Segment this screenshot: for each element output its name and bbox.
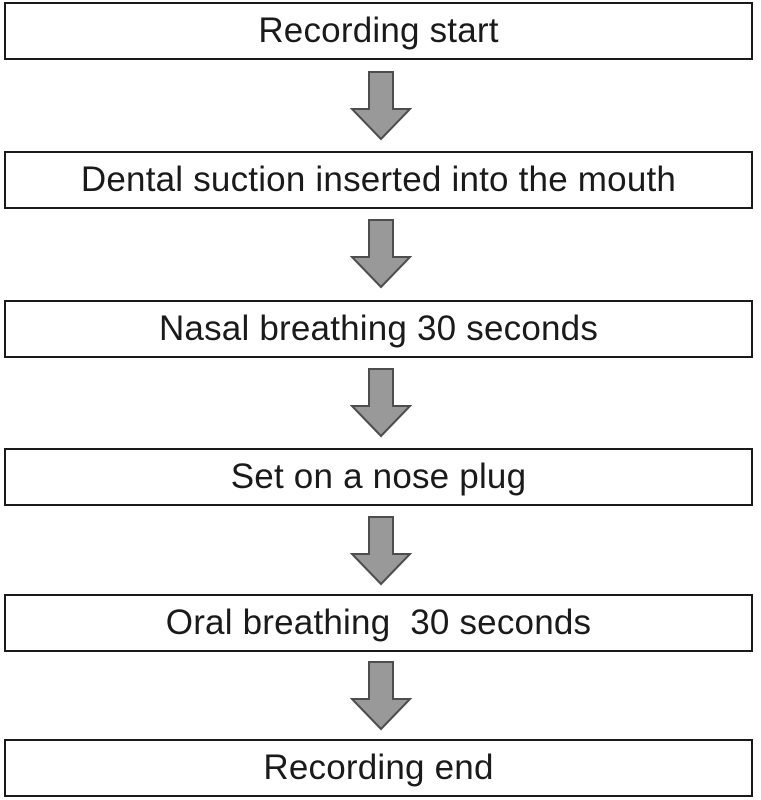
down-arrow-icon bbox=[350, 516, 412, 586]
step-recording-start: Recording start bbox=[4, 2, 753, 60]
step-nose-plug: Set on a nose plug bbox=[4, 448, 753, 506]
step-label: Recording start bbox=[258, 11, 499, 50]
step-dental-suction: Dental suction inserted into the mouth bbox=[4, 151, 753, 209]
step-label: Oral breathing 30 seconds bbox=[165, 603, 592, 642]
down-arrow-icon bbox=[350, 661, 412, 731]
step-label: Dental suction inserted into the mouth bbox=[80, 160, 677, 199]
step-label: Recording end bbox=[263, 748, 494, 787]
step-oral-breathing: Oral breathing 30 seconds bbox=[4, 594, 753, 652]
down-arrow-icon bbox=[350, 219, 412, 289]
step-label: Nasal breathing 30 seconds bbox=[158, 309, 599, 348]
step-nasal-breathing: Nasal breathing 30 seconds bbox=[4, 300, 753, 358]
step-label: Set on a nose plug bbox=[230, 457, 527, 496]
down-arrow-icon bbox=[350, 368, 412, 438]
down-arrow-icon bbox=[350, 71, 412, 141]
step-recording-end: Recording end bbox=[4, 739, 753, 797]
